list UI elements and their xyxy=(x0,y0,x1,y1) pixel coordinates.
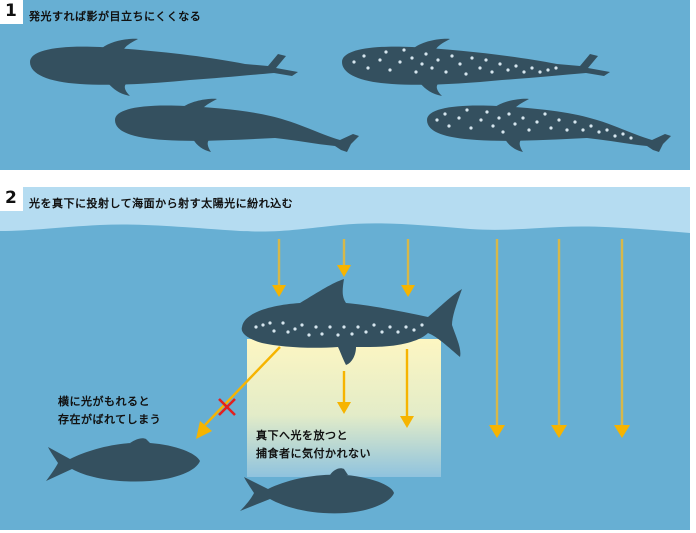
side-leak-caption: 横に光がもれると 存在がばれてしまう xyxy=(58,393,161,429)
panel-1: 1 発光すれば影が目立ちにくくなる xyxy=(0,0,690,170)
sunlight-arrowheads xyxy=(272,265,630,438)
panel-2-illustration xyxy=(0,187,690,514)
panel-1-illustration xyxy=(30,38,671,152)
right-margin xyxy=(690,0,696,533)
fish-luminous-top xyxy=(342,38,610,96)
panel-2-number: 2 xyxy=(0,187,23,211)
fish-predator-left xyxy=(46,438,200,482)
side-leak-arrow xyxy=(196,346,281,439)
side-leak-caption-line-2: 存在がばれてしまう xyxy=(58,413,162,426)
fish-plain-top xyxy=(30,38,298,96)
panel-2-heading: 光を真下に投射して海面から射す太陽光に紛れ込む xyxy=(29,197,294,210)
panel-2: 2 光を真下に投射して海面から射す太陽光に紛れ込む 横に光がもれると 存在がばれ… xyxy=(0,187,690,530)
fish-luminous-shark xyxy=(241,279,462,365)
fish-luminous-bottom xyxy=(427,98,671,152)
fish-predator-bottom xyxy=(240,468,394,514)
cross-mark-icon xyxy=(218,398,236,416)
panel-1-number: 1 xyxy=(0,0,23,24)
downward-caption: 真下へ光を放つと 捕食者に気付かれない xyxy=(256,427,371,463)
downward-caption-line-2: 捕食者に気付かれない xyxy=(256,447,371,460)
side-leak-caption-line-1: 横に光がもれると xyxy=(58,395,150,408)
fish-plain-bottom xyxy=(115,98,359,152)
sunlight-arrows xyxy=(277,239,624,425)
downward-caption-line-1: 真下へ光を放つと xyxy=(256,429,348,442)
panel-1-heading: 発光すれば影が目立ちにくくなる xyxy=(29,10,202,23)
fish-downward-arrows xyxy=(337,349,414,428)
sky-surface xyxy=(0,187,690,233)
